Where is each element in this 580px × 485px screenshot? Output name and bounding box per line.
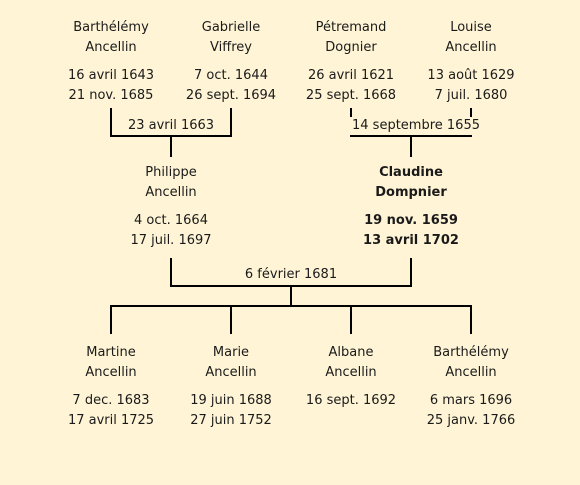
death-date: 7 juil. 1680: [434, 88, 508, 103]
death-date: 25 sept. 1668: [305, 88, 397, 103]
birth-date: 19 nov. 1659: [364, 213, 458, 228]
death-date: 27 juin 1752: [190, 413, 272, 428]
person-surname: Viffrey: [210, 40, 252, 55]
death-date: 17 avril 1725: [67, 413, 155, 428]
person-surname: Ancellin: [85, 365, 137, 380]
birth-date: 13 août 1629: [427, 68, 515, 83]
birth-date: 6 mars 1696: [429, 393, 513, 408]
person-card-child: Marie Ancellin 19 juin 1688 27 juin 1752: [166, 343, 296, 431]
person-given-name: Martine: [86, 345, 136, 360]
birth-date: 19 juin 1688: [190, 393, 272, 408]
person-given-name: Marie: [212, 345, 250, 360]
person-card-father: Philippe Ancellin 4 oct. 1664 17 juil. 1…: [106, 163, 236, 251]
birth-date: 26 avril 1621: [307, 68, 395, 83]
death-date: 26 sept. 1694: [185, 88, 277, 103]
marriage-date-maternal: 14 septembre 1655: [350, 117, 480, 135]
birth-date: 7 oct. 1644: [194, 68, 268, 83]
person-surname: Ancellin: [445, 365, 497, 380]
person-surname: Ancellin: [445, 40, 497, 55]
person-given-name: Barthélémy: [73, 20, 149, 35]
birth-date: 16 avril 1643: [67, 68, 155, 83]
person-card-child: Martine Ancellin 7 dec. 1683 17 avril 17…: [46, 343, 176, 431]
marriage-date-parents: 6 février 1681: [236, 266, 346, 284]
person-given-name: Claudine: [379, 165, 443, 180]
person-given-name: Pétremand: [315, 20, 387, 35]
person-surname: Ancellin: [205, 365, 257, 380]
person-surname: Dompnier: [375, 185, 447, 200]
person-card-grandmother-maternal: Louise Ancellin 13 août 1629 7 juil. 168…: [406, 18, 536, 106]
person-given-name: Barthélémy: [433, 345, 509, 360]
person-given-name: Albane: [328, 345, 374, 360]
person-surname: Dognier: [325, 40, 377, 55]
person-given-name: Philippe: [145, 165, 197, 180]
person-card-child: Barthélémy Ancellin 6 mars 1696 25 janv.…: [406, 343, 536, 431]
person-surname: Ancellin: [145, 185, 197, 200]
person-surname: Ancellin: [85, 40, 137, 55]
person-given-name: Louise: [450, 20, 492, 35]
birth-date: 16 sept. 1692: [305, 393, 397, 408]
birth-date: 4 oct. 1664: [134, 213, 208, 228]
person-card-grandfather-paternal: Barthélémy Ancellin 16 avril 1643 21 nov…: [46, 18, 176, 106]
death-date: 21 nov. 1685: [68, 88, 154, 103]
birth-date: 7 dec. 1683: [72, 393, 150, 408]
person-given-name: Gabrielle: [201, 20, 261, 35]
death-date: 17 juil. 1697: [130, 233, 212, 248]
person-card-mother-highlighted: Claudine Dompnier 19 nov. 1659 13 avril …: [346, 163, 476, 251]
marriage-date-paternal: 23 avril 1663: [125, 117, 217, 135]
person-card-child: Albane Ancellin 16 sept. 1692: [286, 343, 416, 411]
person-card-grandfather-maternal: Pétremand Dognier 26 avril 1621 25 sept.…: [286, 18, 416, 106]
person-surname: Ancellin: [325, 365, 377, 380]
person-card-grandmother-paternal: Gabrielle Viffrey 7 oct. 1644 26 sept. 1…: [166, 18, 296, 106]
death-date: 13 avril 1702: [363, 233, 459, 248]
death-date: 25 janv. 1766: [426, 413, 516, 428]
